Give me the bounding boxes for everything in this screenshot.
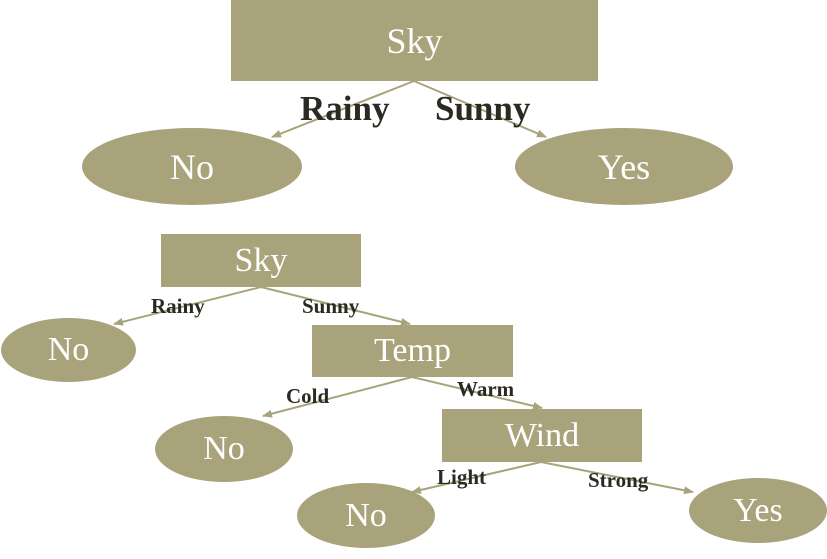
t1-leaf-yes: Yes [515, 128, 733, 205]
edge-t2-sunny [260, 286, 411, 326]
t1-root-sky: Sky [231, 0, 598, 81]
t2-leaf-cold-no: No [155, 416, 293, 482]
edge-t2-rainy [113, 286, 262, 326]
t2-leaf-light-no: No [297, 483, 435, 548]
t2-edge-label-strong: Strong [588, 468, 649, 492]
t2-edge-label-light: Light [437, 465, 487, 489]
t2-edge-label-rainy: Rainy [151, 294, 205, 318]
t2-edge-label-cold: Cold [286, 384, 330, 408]
t1-edge-label-rainy: Rainy [300, 89, 390, 128]
t2-leaf-strong-yes: Yes [689, 478, 827, 543]
t2-node-temp: Temp [312, 325, 513, 377]
edge-t1-sunny [413, 80, 547, 138]
t1-leaf-no: No [82, 128, 302, 205]
t2-edge-label-sunny: Sunny [302, 294, 360, 318]
t2-leaf-rainy-no: No [1, 318, 136, 382]
edge-t2-cold [262, 376, 413, 418]
t2-node-wind: Wind [442, 409, 642, 462]
t2-root-sky: Sky [161, 234, 361, 287]
t1-edge-label-sunny: Sunny [435, 89, 531, 128]
t2-edge-label-warm: Warm [457, 377, 515, 401]
edge-t2-light [411, 461, 542, 494]
edge-t2-strong [540, 461, 694, 495]
edge-t1-rainy [271, 80, 415, 138]
edge-t2-warm [411, 376, 543, 410]
